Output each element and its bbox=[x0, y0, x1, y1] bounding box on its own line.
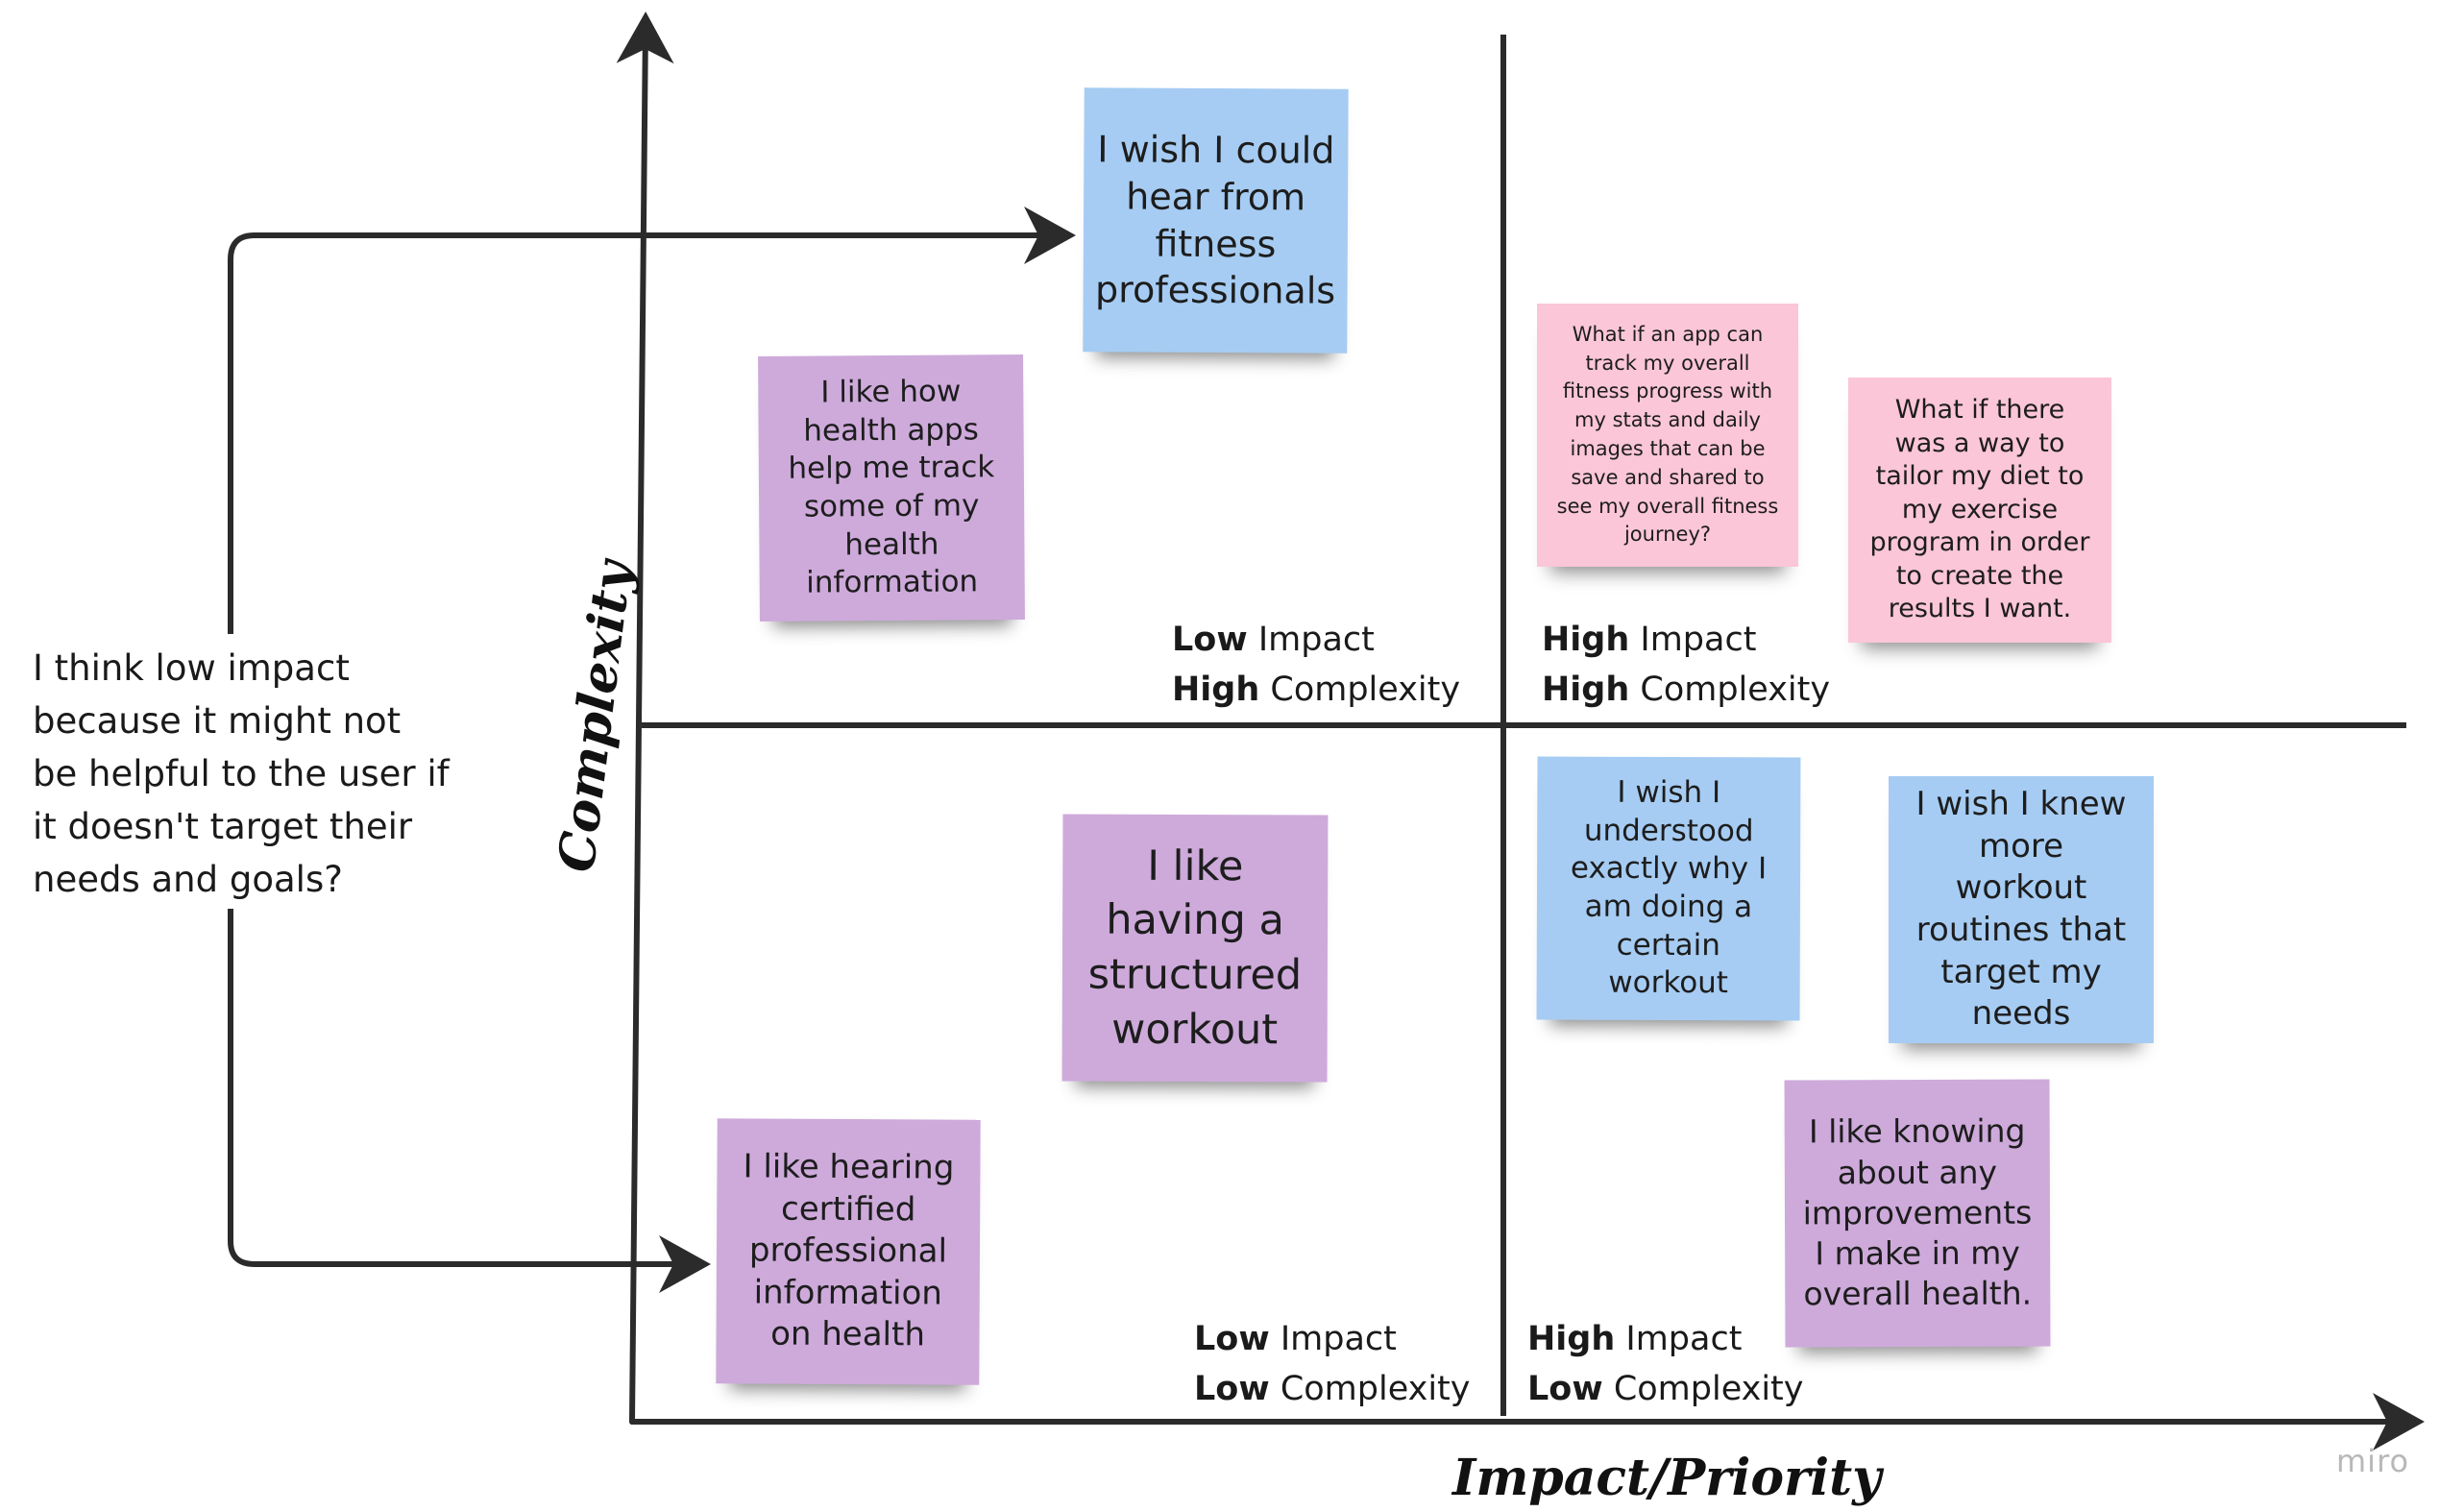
sticky-note-track-overall-progress[interactable]: What if an app can track my overall fitn… bbox=[1537, 304, 1798, 567]
sticky-note-structured-workout[interactable]: I like having a structured workout bbox=[1061, 814, 1329, 1083]
sticky-note-certified-info[interactable]: I like hearing certified professional in… bbox=[716, 1118, 981, 1385]
miro-watermark: miro bbox=[2336, 1443, 2410, 1479]
x-axis-title: Impact/Priority bbox=[1452, 1449, 1882, 1507]
side-note[interactable]: I think low impact because it might not … bbox=[33, 642, 455, 906]
y-axis bbox=[616, 12, 674, 1425]
sticky-note-more-routines[interactable]: I wish I knew more workout routines that… bbox=[1889, 776, 2154, 1043]
sticky-note-improvements[interactable]: I like knowing about any improvements I … bbox=[1784, 1079, 2051, 1348]
sticky-note-hear-from-professionals[interactable]: I wish I could hear from fitness profess… bbox=[1083, 87, 1349, 354]
sticky-note-health-apps-track[interactable]: I like how health apps help me track som… bbox=[758, 354, 1025, 622]
quadrant-label-low-impact-high-complexity: Low Impact High Complexity bbox=[1172, 621, 1461, 709]
connector-arrow-top bbox=[228, 207, 1076, 634]
connector-arrow-bottom bbox=[228, 909, 711, 1293]
quadrant-label-low-impact-low-complexity: Low Impact Low Complexity bbox=[1194, 1320, 1471, 1408]
sticky-note-tailor-diet[interactable]: What if there was a way to tailor my die… bbox=[1848, 378, 2111, 643]
quadrant-label-high-impact-low-complexity: High Impact Low Complexity bbox=[1527, 1320, 1804, 1408]
sticky-note-understand-workout[interactable]: I wish I understood exactly why I am doi… bbox=[1536, 756, 1801, 1021]
quadrant-label-high-impact-high-complexity: High Impact High Complexity bbox=[1542, 621, 1831, 709]
